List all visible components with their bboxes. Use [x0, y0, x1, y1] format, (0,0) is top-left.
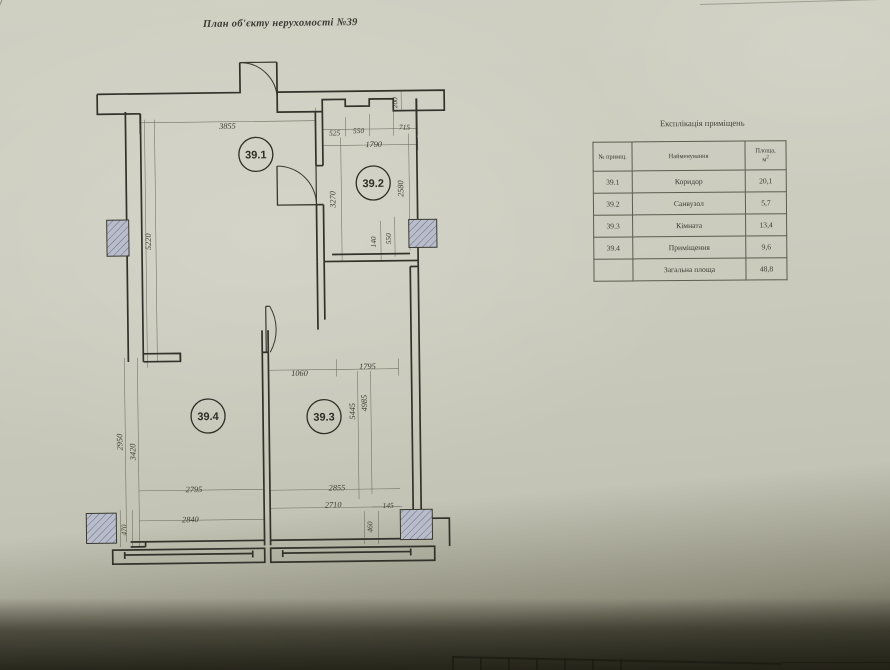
cell-name: Приміщення	[632, 236, 746, 259]
dim-1795: 1795	[359, 362, 376, 371]
header-area-unit: м2	[762, 154, 769, 163]
explication-table: № примщ. Найменування Площа, м2 39.1 Кор…	[592, 140, 788, 282]
table-header-row: № примщ. Найменування Площа, м2	[592, 140, 787, 172]
cell-area: 13,4	[745, 213, 787, 237]
dim-525: 525	[329, 128, 340, 137]
cell-name: Коридор	[632, 170, 746, 193]
table-title: Експлікація приміщень	[659, 117, 745, 129]
dim-460: 460	[365, 521, 374, 532]
header-number: № примщ.	[592, 141, 633, 172]
dim-1060: 1060	[291, 369, 309, 378]
dim-4985: 4985	[360, 395, 369, 412]
cell-number: 39.4	[593, 236, 633, 260]
next-sheet-table-edge	[451, 648, 890, 670]
table-row: 39.3 Кімната 13,4	[593, 213, 787, 238]
cell-number: 39.2	[593, 192, 633, 216]
dim-5445: 5445	[348, 403, 357, 420]
dim-140: 140	[369, 236, 378, 247]
header-area: Площа, м2	[744, 140, 787, 171]
table-row: 39.4 Приміщення 9,6	[593, 235, 787, 260]
cell-area: 5,7	[745, 191, 787, 215]
dim-200: 200	[390, 97, 399, 108]
dim-2855: 2855	[329, 483, 346, 492]
table-row: 39.2 Санвузол 5,7	[593, 191, 787, 216]
room-bubble-39-2	[355, 165, 391, 201]
dim-3855: 3855	[218, 122, 236, 131]
table-row: 39.1 Коридор 20,1	[593, 169, 787, 194]
dim-550-top: 550	[353, 126, 364, 135]
dimension-texts: 3855 525 550 715 1790 200 2580 3270 140 …	[115, 97, 410, 536]
dim-5220: 5220	[144, 233, 153, 251]
cell-area: 9,6	[745, 235, 787, 259]
cell-name: Кімната	[632, 214, 746, 237]
cell-name-total: Загальна площа	[632, 258, 747, 281]
photo-shadow-band	[0, 598, 890, 670]
cell-number: 39.1	[593, 170, 633, 194]
cell-number-total	[593, 258, 634, 282]
dim-550-right: 550	[384, 233, 393, 244]
room-label-39-3: 39.3	[313, 411, 335, 423]
room-bubble-39-1	[238, 136, 274, 173]
windows	[85, 218, 438, 545]
dim-2580: 2580	[396, 179, 405, 197]
page-title: План об'єкту нерухомості №39	[202, 17, 358, 30]
cell-area: 20,1	[745, 169, 787, 193]
room-label-39-2: 39.2	[362, 178, 384, 190]
table-total-row: Загальна площа 48,8	[593, 257, 788, 282]
dimension-lines	[119, 90, 419, 548]
room-label-39-4: 39.4	[197, 411, 219, 423]
dim-470: 470	[119, 524, 128, 535]
cell-number: 39.3	[593, 214, 633, 238]
dim-2950: 2950	[115, 433, 124, 451]
dim-1790: 1790	[365, 140, 383, 149]
dim-2710: 2710	[325, 500, 343, 509]
room-bubble-39-4	[190, 398, 226, 434]
dim-145: 145	[383, 501, 394, 510]
doors	[239, 61, 318, 353]
cell-area-total: 48,8	[745, 257, 788, 281]
dim-2840: 2840	[182, 515, 200, 524]
dim-3420: 3420	[128, 443, 137, 462]
cell-name: Санвузол	[632, 192, 746, 215]
dim-715: 715	[399, 123, 410, 132]
dim-2795: 2795	[186, 485, 203, 494]
header-name: Найменування	[631, 141, 746, 171]
room-bubble-39-3	[306, 398, 342, 435]
dim-3270: 3270	[328, 190, 337, 209]
room-labels: 39.1 39.2 39.3 39.4	[190, 136, 391, 435]
room-label-39-1: 39.1	[245, 149, 267, 161]
